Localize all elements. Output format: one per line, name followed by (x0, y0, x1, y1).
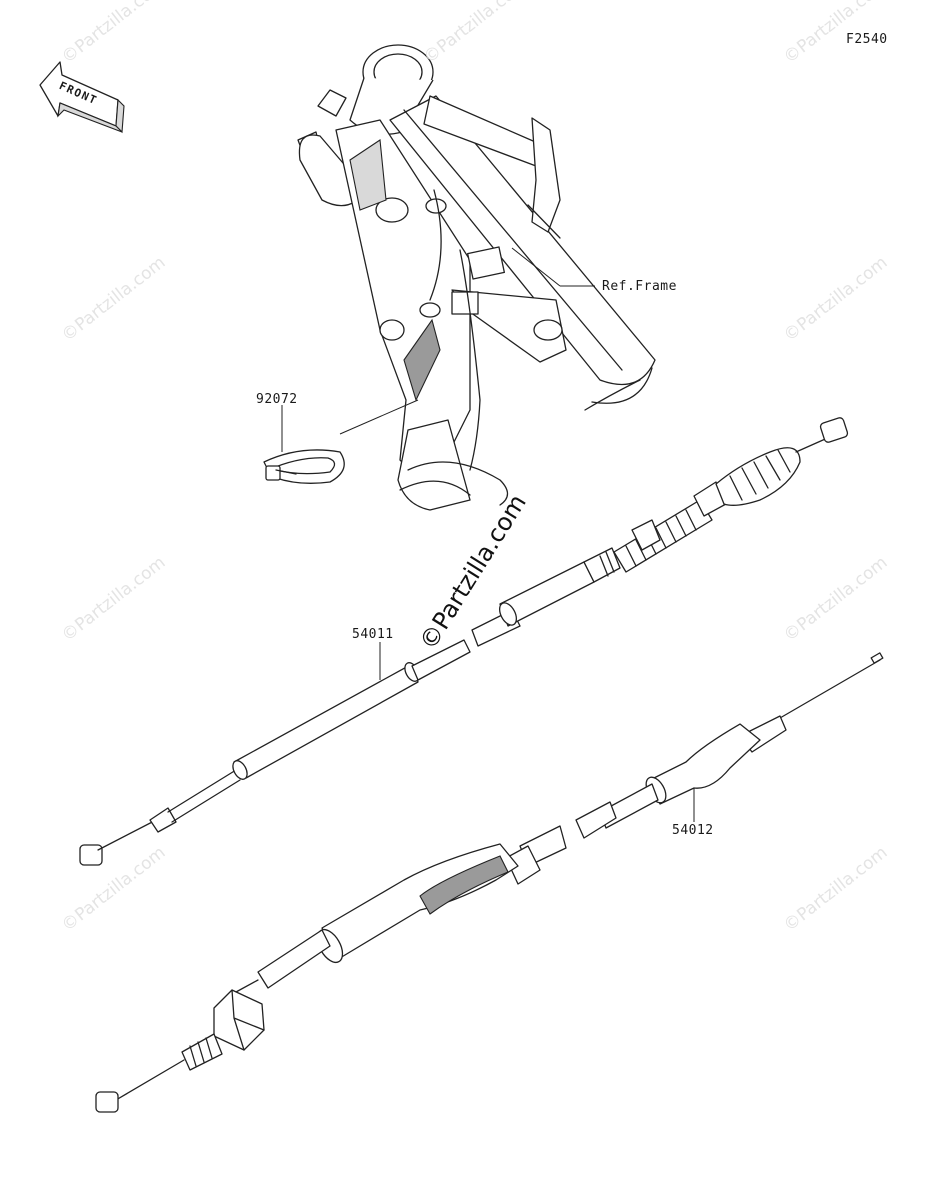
clutch-cable-drawing (79, 417, 849, 866)
part-label-clutch-cable: 54011 (352, 627, 394, 642)
clamp-drawing (263, 449, 345, 484)
throttle-cable-drawing (95, 652, 884, 1113)
figure-code: F2540 (846, 32, 888, 47)
part-label-clamp: 92072 (256, 392, 298, 407)
frame-drawing (297, 44, 656, 511)
part-label-frame: Ref.Frame (602, 279, 677, 294)
front-arrow-icon (39, 61, 125, 134)
part-label-throttle-cable: 54012 (672, 823, 714, 838)
